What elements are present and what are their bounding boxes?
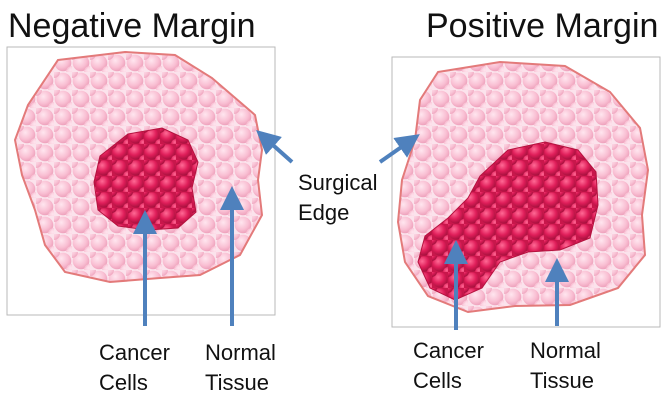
left-cancer-cells-line2: Cells	[99, 368, 170, 398]
right-normal-tissue-line2: Tissue	[530, 366, 601, 396]
right-cancer-cells-label: Cancer Cells	[413, 336, 484, 396]
left-normal-tissue-line1: Normal	[205, 338, 276, 368]
negative-margin-panel	[7, 47, 275, 315]
left-normal-tissue-line2: Tissue	[205, 368, 276, 398]
left-normal-tissue-label: Normal Tissue	[205, 338, 276, 398]
surgical-edge-label-line2: Edge	[298, 198, 377, 228]
surgical-edge-label: Surgical Edge	[298, 168, 377, 228]
left-cancer-cells-label: Cancer Cells	[99, 338, 170, 398]
right-cancer-cells-line1: Cancer	[413, 336, 484, 366]
right-normal-tissue-label: Normal Tissue	[530, 336, 601, 396]
right-cancer-cells-line2: Cells	[413, 366, 484, 396]
left-cancer-cells-line1: Cancer	[99, 338, 170, 368]
right-normal-tissue-line1: Normal	[530, 336, 601, 366]
surgical-edge-label-line1: Surgical	[298, 168, 377, 198]
positive-margin-panel	[392, 57, 660, 327]
